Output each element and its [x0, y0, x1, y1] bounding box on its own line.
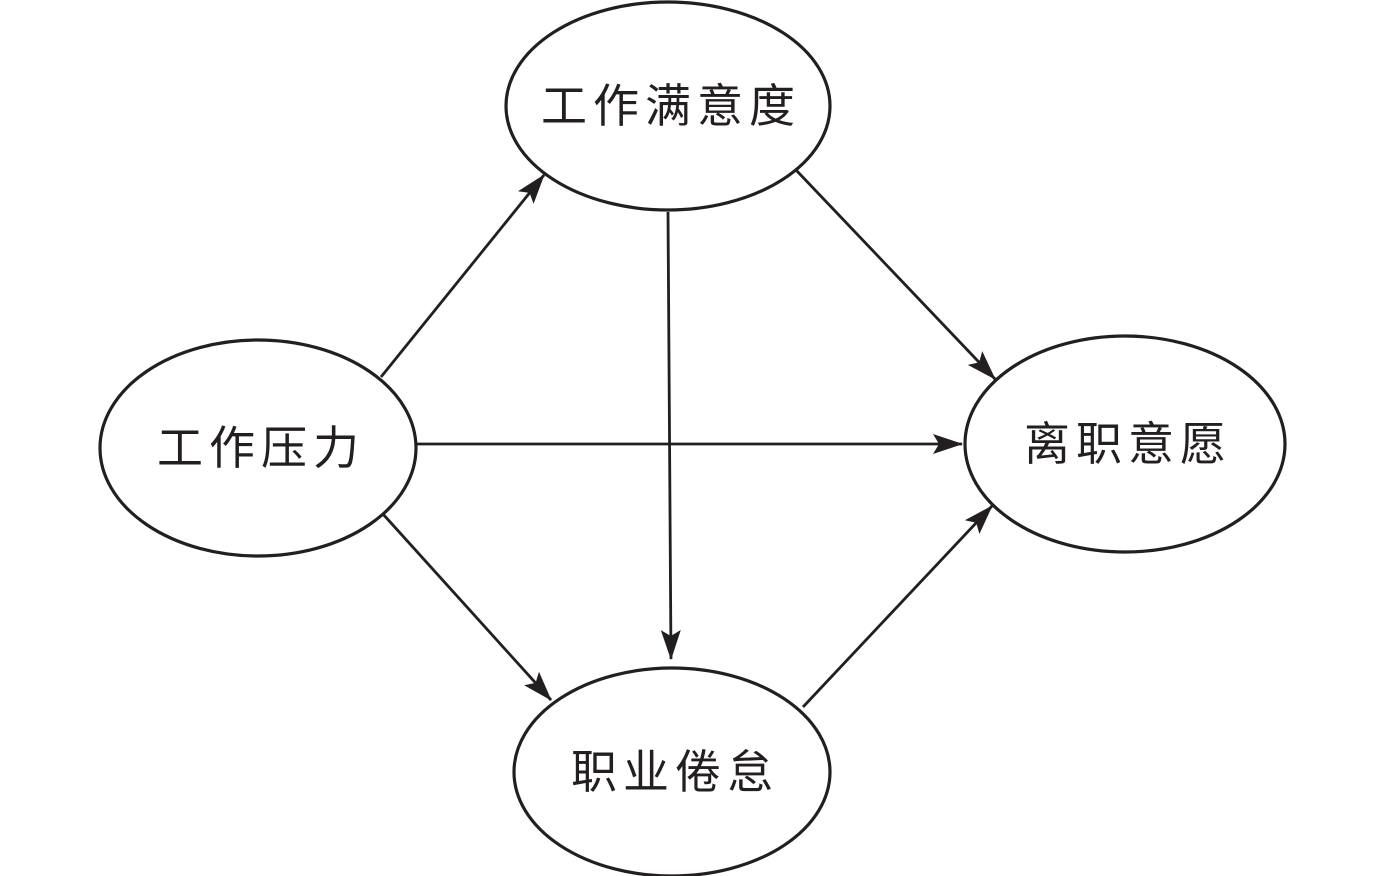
node-job-satisfaction: 工作满意度: [504, 0, 832, 212]
node-job-satisfaction-shape: [504, 0, 832, 212]
arrow-work-stress-to-job-burnout: [380, 512, 553, 701]
node-work-stress: 工作压力: [98, 338, 418, 558]
arrow-work-stress-to-job-satisfaction: [379, 174, 546, 378]
arrow-job-burnout-to-turnover-intention: [801, 505, 994, 708]
node-work-stress-label: 工作压力: [157, 423, 365, 474]
node-turnover-intention-shape: [963, 334, 1287, 554]
node-job-burnout-shape: [512, 666, 832, 876]
arrow-job-satisfaction-to-turnover-intention: [794, 169, 997, 380]
node-job-burnout-label: 职业倦怠: [571, 747, 779, 798]
node-work-stress-shape: [98, 338, 418, 558]
node-turnover-intention: 离职意愿: [963, 334, 1287, 554]
node-job-satisfaction-label: 工作满意度: [541, 81, 801, 132]
edges-group: [379, 169, 997, 708]
node-turnover-intention-label: 离职意愿: [1024, 419, 1232, 470]
arrow-job-satisfaction-to-job-burnout: [660, 211, 681, 660]
node-job-burnout: 职业倦怠: [512, 666, 832, 876]
